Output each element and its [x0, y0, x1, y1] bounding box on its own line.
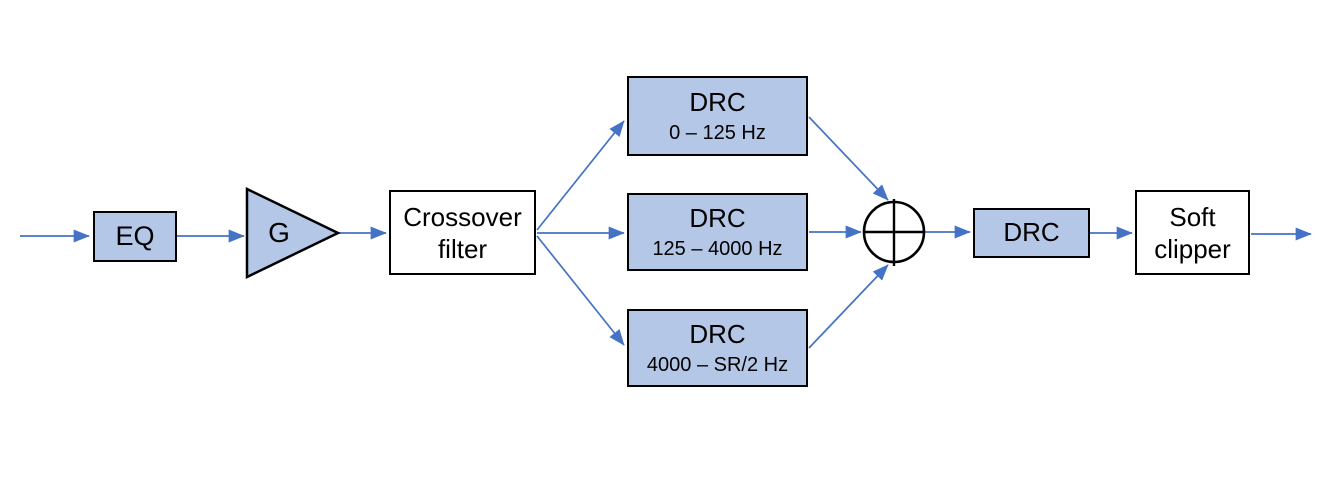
eq-block: EQ: [93, 211, 177, 262]
soft-clipper-label-line1: Soft: [1169, 201, 1216, 232]
drc-mid-range: 125 – 4000 Hz: [652, 237, 783, 260]
drc-mid-band-block: DRC 125 – 4000 Hz: [627, 193, 808, 271]
summing-junction-icon: [862, 199, 926, 266]
drc-low-title: DRC: [689, 87, 746, 118]
crossover-label-line2: filter: [437, 233, 488, 264]
drc-low-range: 0 – 125 Hz: [669, 121, 766, 144]
drc-high-band-block: DRC 4000 – SR/2 Hz: [627, 309, 808, 387]
soft-clipper-block: Soft clipper: [1135, 190, 1250, 275]
gain-triangle: [245, 187, 341, 279]
drc-post-block: DRC: [973, 208, 1090, 258]
drc-post-label: DRC: [1003, 217, 1060, 248]
drc-high-title: DRC: [689, 319, 746, 350]
drc-high-range: 4000 – SR/2 Hz: [646, 353, 789, 376]
soft-clipper-label-line2: clipper: [1154, 233, 1231, 264]
arrow-drc-low-to-sum: [808, 116, 889, 201]
drc-mid-title: DRC: [689, 203, 746, 234]
crossover-filter-block: Crossover filter: [389, 190, 536, 275]
eq-label: EQ: [115, 221, 155, 252]
arrow-drc-high-to-sum: [808, 264, 889, 349]
drc-low-band-block: DRC 0 – 125 Hz: [627, 76, 808, 156]
arrow-crossover-to-drc-high: [536, 235, 625, 346]
crossover-label-line1: Crossover: [403, 201, 522, 232]
arrow-crossover-to-drc-low: [536, 120, 625, 231]
gain-label: G: [268, 217, 290, 248]
